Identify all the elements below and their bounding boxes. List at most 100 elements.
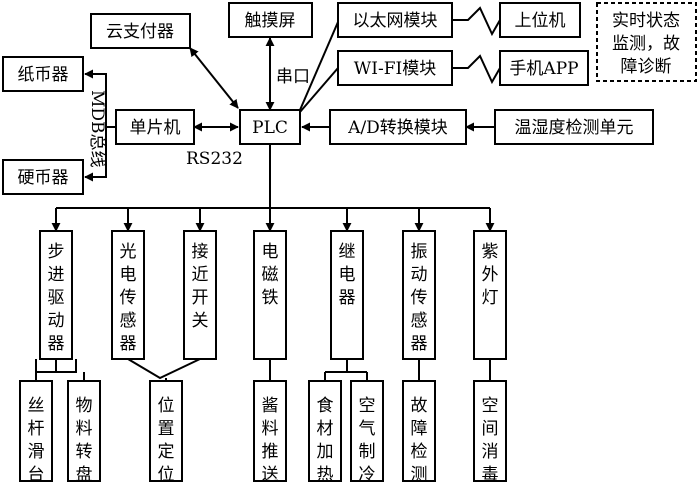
- vibration-char: 传: [411, 288, 428, 308]
- node-wifi: WI-FI模块: [337, 50, 453, 86]
- cloud-payment-label: 云支付器: [106, 22, 174, 42]
- uv-lamp-char: 外: [482, 265, 499, 285]
- monitor-line-3: 障诊断: [621, 57, 672, 77]
- stepper-char: 器: [48, 334, 65, 354]
- sauce-push-char: 推: [262, 442, 279, 462]
- space-sterilize-char: 空: [482, 396, 499, 416]
- vibration-char: 感: [411, 311, 428, 331]
- stepper-char: 动: [48, 311, 65, 331]
- plc-wifi-link: [299, 67, 339, 113]
- stepper-char: 步: [48, 242, 65, 262]
- monitor-line-1: 实时状态: [612, 11, 680, 31]
- node-phone: 手机APP: [499, 50, 589, 86]
- sensor-unit-label: 温湿度检测单元: [515, 118, 634, 138]
- position-char: 定: [158, 442, 175, 462]
- photo-sensor-char: 传: [120, 288, 137, 308]
- node-touchscreen: 触摸屏: [228, 2, 313, 38]
- hard-coin-label: 硬币器: [18, 168, 69, 188]
- connectors: [35, 6, 501, 381]
- ethernet-label: 以太网模块: [353, 11, 438, 31]
- cloud-plc-link: [189, 47, 239, 109]
- relay-char: 器: [339, 288, 356, 308]
- food-heat-char: 热: [317, 465, 334, 485]
- screw-slide-char: 丝: [28, 396, 45, 416]
- air-cool-char: 冷: [359, 465, 376, 485]
- plc-ethernet-link: [299, 21, 339, 111]
- photo-sensor-char: 器: [120, 334, 137, 354]
- food-heat-char: 加: [317, 442, 334, 462]
- node-cloud-payment: 云支付器: [90, 13, 191, 49]
- air-cool-char: 空: [359, 396, 376, 416]
- sauce-push-char: 料: [262, 419, 279, 439]
- node-ethernet: 以太网模块: [337, 2, 453, 38]
- photo-sensor-char: 光: [120, 242, 137, 262]
- screw-slide-char: 台: [28, 465, 45, 485]
- serial-label: 串口: [276, 67, 310, 87]
- vibration-char: 振: [411, 242, 428, 262]
- sensors-merge: [127, 358, 201, 380]
- proximity-char: 开: [192, 288, 209, 308]
- air-cool-char: 制: [359, 442, 376, 462]
- node-hard-coin: 硬币器: [2, 159, 84, 195]
- sauce-push-char: 送: [262, 465, 279, 485]
- air-cool-char: 气: [359, 419, 376, 439]
- monitor-line-2: 监测，故: [612, 34, 680, 54]
- node-paper-coin: 纸币器: [2, 56, 84, 92]
- wifi-phone-wireless: [452, 54, 501, 85]
- mdb-bus-label: MDB总线: [87, 90, 107, 168]
- mcu-label: 单片机: [130, 118, 181, 138]
- position-char: 置: [158, 419, 175, 439]
- host-label: 上位机: [515, 11, 566, 31]
- node-uv-lamp: 紫外灯: [473, 230, 507, 360]
- mdb-coin-link: [84, 127, 107, 182]
- material-disk-char: 料: [76, 419, 93, 439]
- fault-detect-char: 测: [411, 465, 428, 485]
- rs232-label: RS232: [186, 149, 243, 169]
- position-char: 位: [158, 396, 175, 416]
- proximity-char: 关: [192, 311, 209, 331]
- wifi-label: WI-FI模块: [354, 59, 436, 79]
- node-mcu: 单片机: [115, 109, 195, 145]
- relay-char: 继: [339, 242, 356, 262]
- uv-lamp-char: 灯: [482, 288, 499, 308]
- uv-lamp-char: 紫: [482, 242, 499, 262]
- ethernet-host-wireless: [452, 6, 501, 37]
- fault-detect-char: 检: [411, 442, 428, 462]
- material-disk-char: 盘: [76, 465, 93, 485]
- node-adc: A/D转换模块: [329, 109, 467, 145]
- node-electromagnet: 电磁铁: [253, 230, 287, 360]
- food-heat-char: 材: [317, 419, 334, 439]
- sauce-push-char: 酱: [262, 396, 279, 416]
- food-heat-char: 食: [317, 396, 334, 416]
- space-sterilize-char: 间: [482, 419, 499, 439]
- electromagnet-char: 铁: [262, 288, 279, 308]
- node-host: 上位机: [499, 2, 581, 38]
- stepper-char: 进: [48, 265, 65, 285]
- space-sterilize-char: 消: [482, 442, 499, 462]
- screw-slide-char: 滑: [28, 442, 45, 462]
- node-monitor: 实时状态 监测，故 障诊断: [596, 2, 697, 82]
- screw-slide-char: 杆: [28, 419, 45, 439]
- phone-label: 手机APP: [509, 59, 578, 79]
- stepper-char: 驱: [48, 288, 65, 308]
- vertical-boxes: 步进驱动器光电传感器接近开关电磁铁继电器振动传感器紫外灯丝杆滑台物料转盘位置定位…: [19, 230, 507, 485]
- fault-detect-char: 障: [411, 419, 428, 439]
- material-disk-char: 物: [76, 396, 93, 416]
- space-sterilize-char: 毒: [482, 465, 499, 485]
- adc-label: A/D转换模块: [347, 118, 448, 138]
- position-char: 位: [158, 465, 175, 485]
- vibration-char: 器: [411, 334, 428, 354]
- node-plc: PLC: [239, 109, 301, 145]
- paper-coin-label: 纸币器: [18, 65, 69, 85]
